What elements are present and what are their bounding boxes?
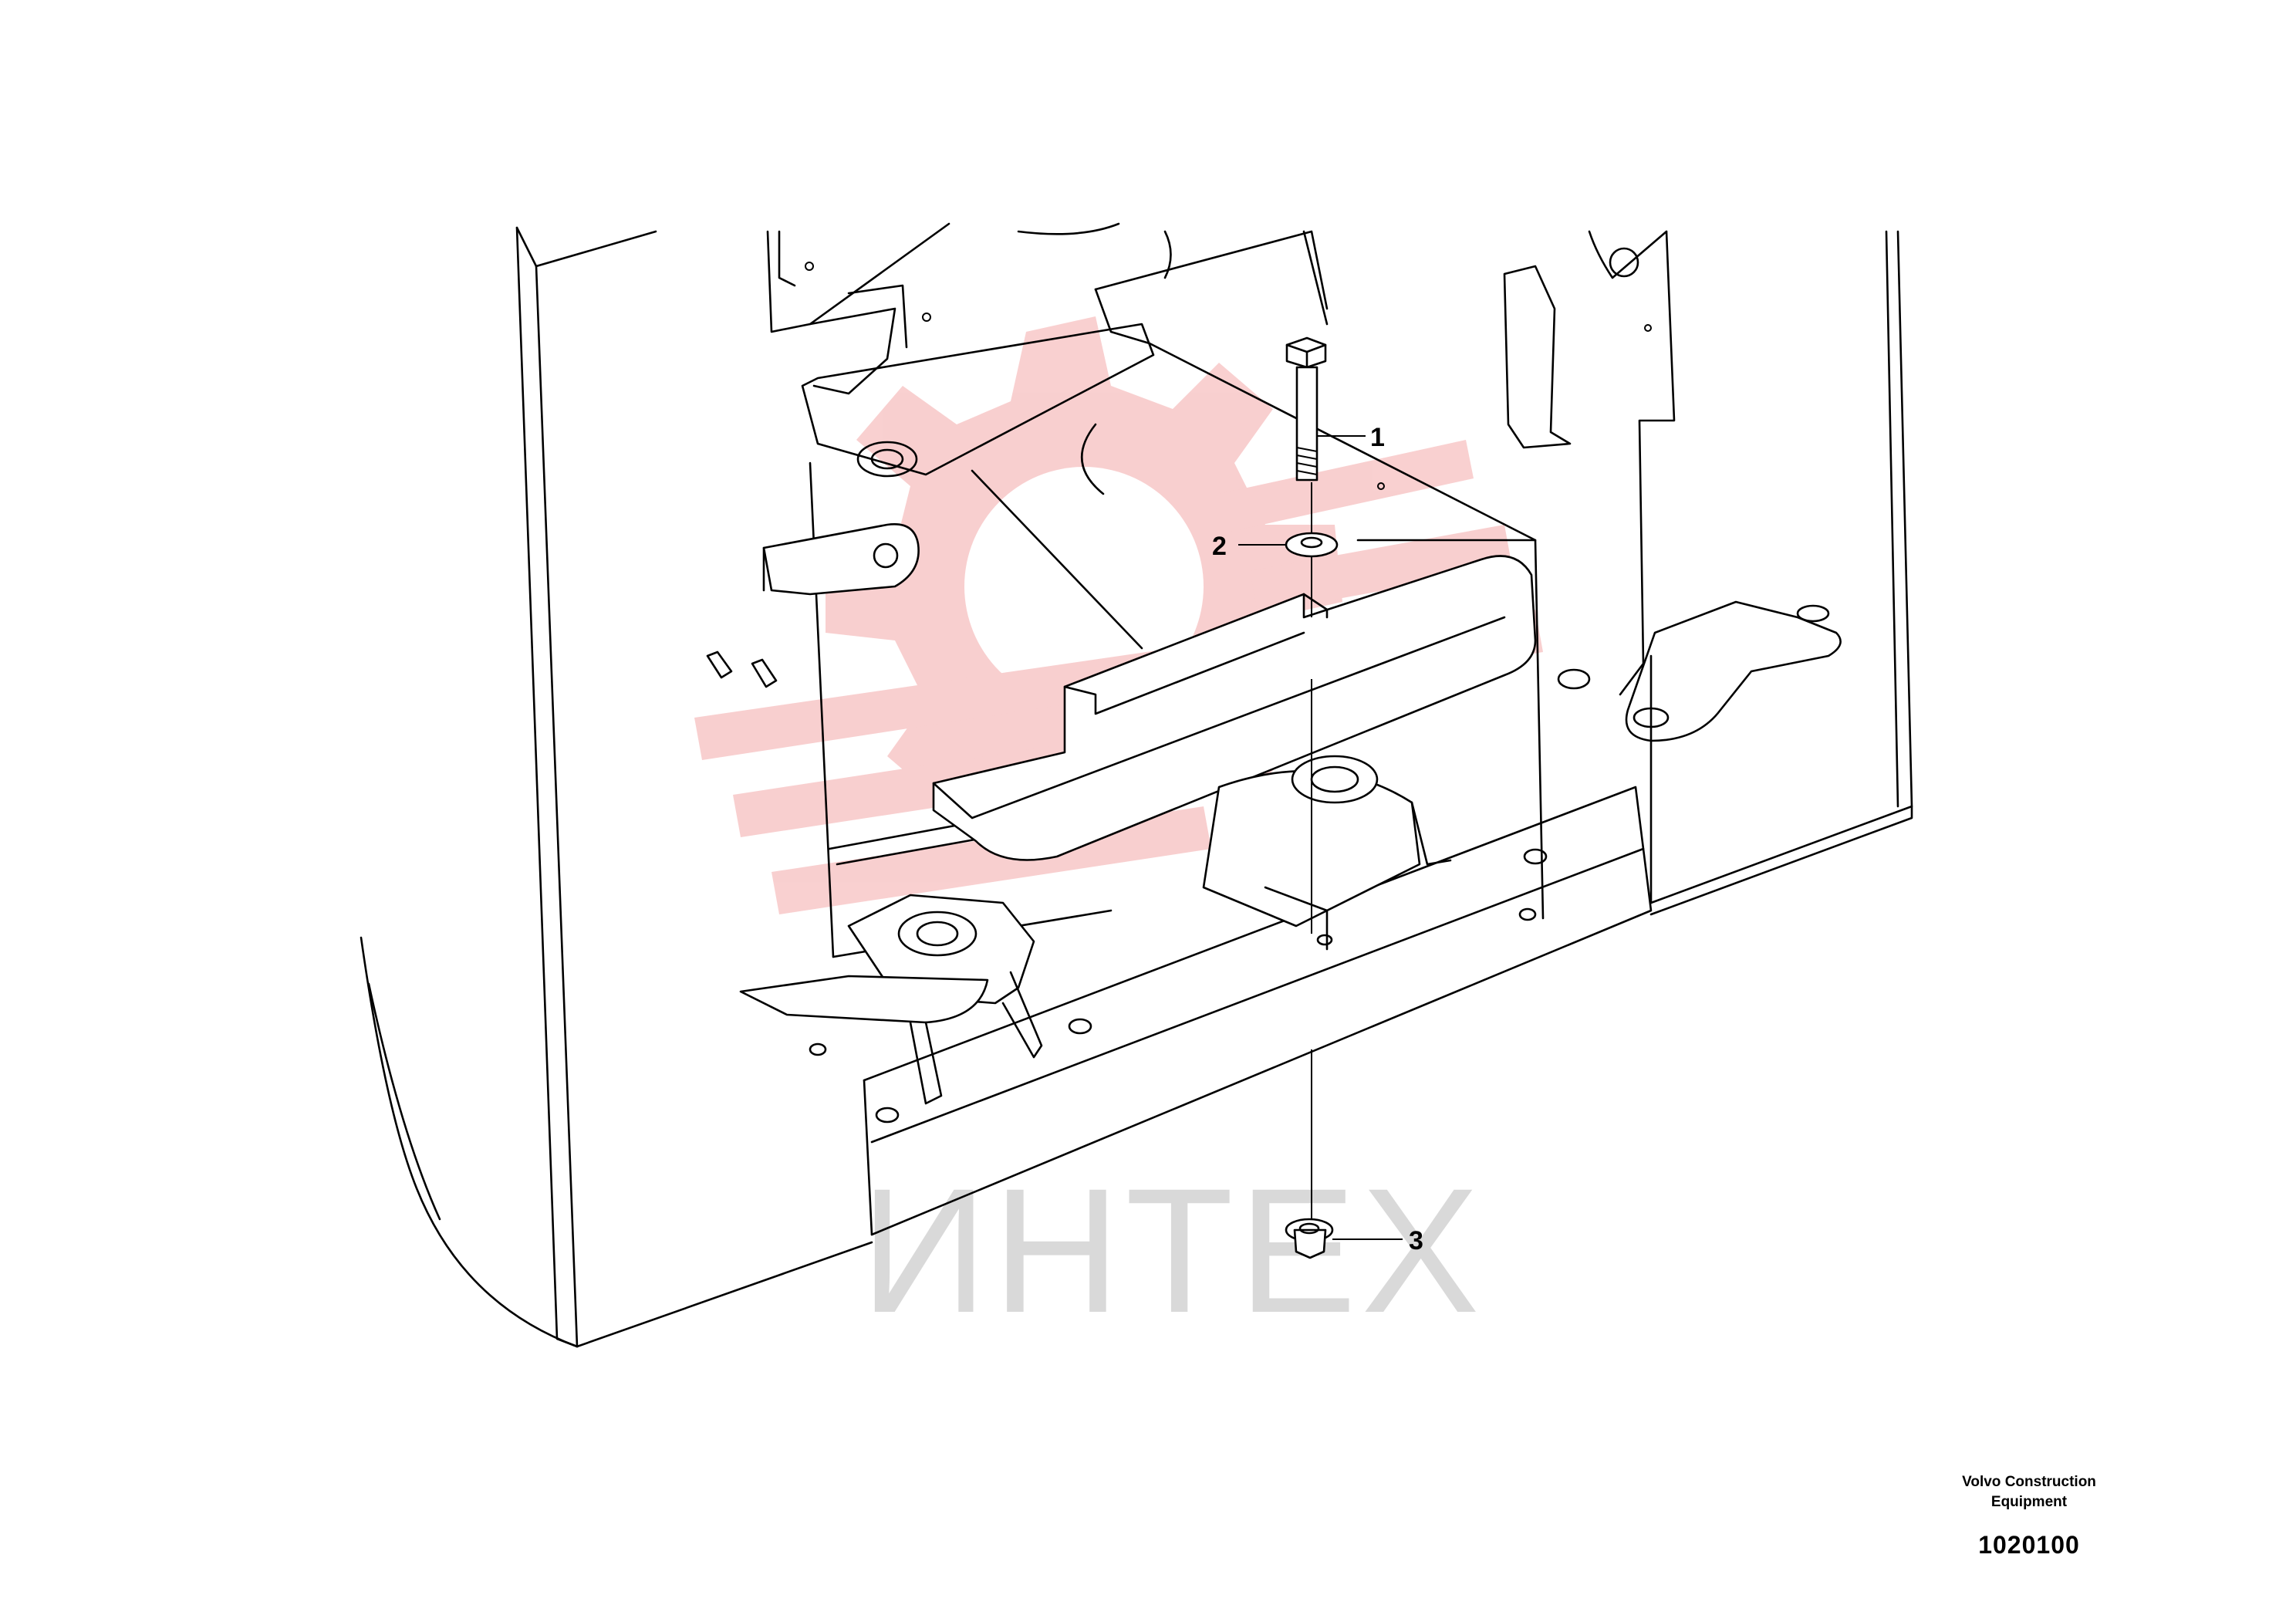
bolt (1285, 336, 1327, 482)
callout-3: 3 (1409, 1226, 1423, 1255)
cab-frame (360, 226, 1913, 1348)
left-bracket (706, 522, 920, 688)
lower-frame (739, 755, 1653, 1236)
right-bracket (1377, 230, 1842, 904)
company-name-line2: Equipment (1990, 1494, 2068, 1510)
title-block: Volvo Construction Equipment 1020100 (1960, 1472, 2098, 1560)
company-name-line1: Volvo Construction (1962, 1474, 2096, 1490)
watermark-text: ИНТЕХ (860, 1151, 1484, 1350)
callout-1: 1 (1370, 423, 1385, 452)
washer (1285, 532, 1339, 558)
callout-2: 2 (1212, 532, 1227, 561)
callout-leaders (1238, 435, 1403, 1240)
flange-nut (1285, 1218, 1334, 1259)
lid-plate (932, 555, 1591, 861)
drawing-number: 1020100 (1978, 1531, 2080, 1559)
